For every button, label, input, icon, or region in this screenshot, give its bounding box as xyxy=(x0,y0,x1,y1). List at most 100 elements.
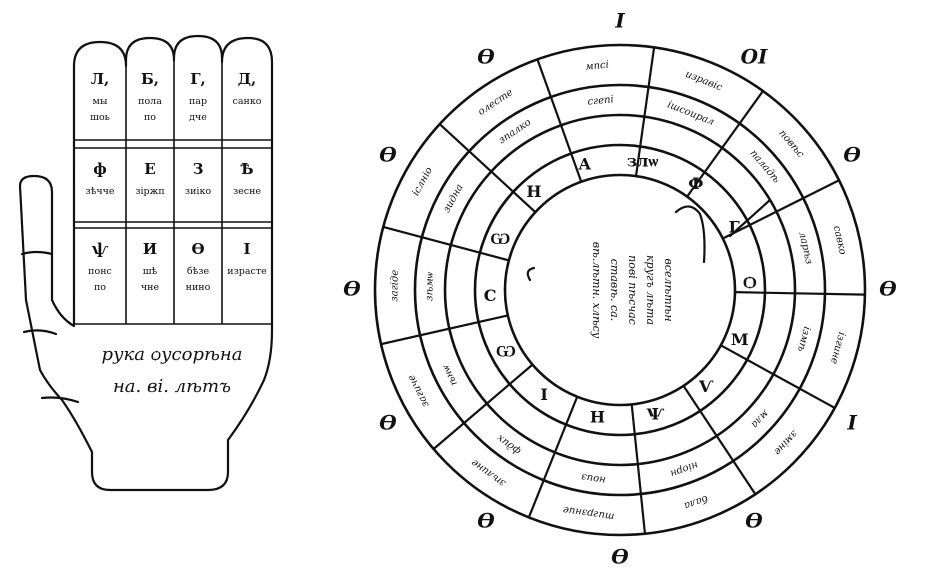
wheel-ray xyxy=(722,179,840,240)
wheel-numeral: І xyxy=(614,9,625,33)
ring-label: ізгине xyxy=(828,331,847,365)
wheel-ring-4 xyxy=(473,143,767,437)
ring-label: ніорн xyxy=(669,459,700,479)
wheel-numeral: Ѳ xyxy=(477,44,495,68)
wheel-numeral: Ѳ xyxy=(477,509,495,533)
wheel-ray xyxy=(734,291,865,296)
hand-cell-word: шоь xyxy=(90,112,110,123)
wheel-ray xyxy=(438,123,537,213)
hand-cell-letter: Ѳ xyxy=(191,240,204,258)
ring-label: мпсі xyxy=(585,60,610,73)
center-text-line: вѣ.лѣтн. хлѣсу xyxy=(590,242,603,339)
wheel-ray xyxy=(432,363,534,450)
inner-ring-letter: А xyxy=(578,154,591,173)
wheel-ray xyxy=(536,58,583,183)
inner-ring-letter: Н xyxy=(590,408,605,427)
hand-cell-word: зесне xyxy=(233,186,261,197)
wheel-ray xyxy=(380,314,509,346)
hand-cell-word: пола xyxy=(138,96,162,107)
wheel-rays xyxy=(380,47,865,534)
ring-label: іслніо xyxy=(410,165,435,197)
ring-label: зміне xyxy=(772,428,800,457)
wheel-numeral: Ѳ xyxy=(379,143,397,167)
ring-label: ізмѣ xyxy=(795,325,812,353)
center-text-line: вселѣтѣн xyxy=(662,258,675,321)
wheel-ray xyxy=(720,344,836,409)
hand-cell-word: зіржп xyxy=(135,186,164,197)
hand-cell-word: чне xyxy=(141,282,160,293)
wheel-ring-2 xyxy=(413,83,827,497)
hand-cell-letter: ѱ xyxy=(92,240,109,258)
hand-cell-word: израсте xyxy=(227,266,267,277)
wheel-numeral: Ѳ xyxy=(379,411,397,435)
inner-ring-letter: Ѻ xyxy=(743,273,756,292)
hand-cell-word: мы xyxy=(93,96,108,107)
hand-cell-word: пар xyxy=(189,96,207,107)
ring-label: ларѣз xyxy=(796,231,814,266)
wheel-ray xyxy=(634,47,656,177)
hand-cell-word: по xyxy=(94,282,106,293)
ring-label: ноиз xyxy=(581,471,607,485)
ring-label: повѣс xyxy=(776,128,806,160)
ring-label: изравіс xyxy=(684,69,725,94)
inner-ring-letter: М xyxy=(731,330,749,349)
wheel-numeral: Ѳ xyxy=(611,545,629,569)
center-text-line: кругъ лѣта xyxy=(644,255,657,325)
ring-label: фдих xyxy=(495,432,523,456)
inner-ring-letter: Ѵ xyxy=(699,377,714,396)
ring-label: загіде xyxy=(389,270,401,302)
ring-label: савко xyxy=(831,225,848,256)
hand-cell-letter: І xyxy=(243,240,250,258)
wheel-ray xyxy=(630,404,647,534)
inner-ring-letter: Ѡ xyxy=(490,229,510,248)
ring-label: тигрзние xyxy=(562,504,615,522)
wheel-numeral: І xyxy=(846,411,857,435)
hand-cell-word: понс xyxy=(88,266,112,277)
wheel-ray xyxy=(382,225,510,262)
wheel-ray xyxy=(682,385,757,495)
center-text-line: ставѣ. са. xyxy=(608,259,621,321)
hand-cell-word: нино xyxy=(186,282,211,293)
hand-cell-word: бѣзе xyxy=(187,266,210,277)
hand-cell-word: зиіко xyxy=(185,186,211,197)
hand-cell-letter: Л, xyxy=(91,70,110,88)
ring-label: паладѣ xyxy=(747,148,781,186)
wheel-numeral: Ѳ xyxy=(879,277,897,301)
hand-cell-letter: ф xyxy=(93,160,107,178)
inner-ring-letter: І xyxy=(540,385,547,404)
ring-label: зѣлине xyxy=(469,457,508,489)
center-text-line: пові пѣсчас xyxy=(626,255,639,325)
ring-label: олесте xyxy=(476,87,515,118)
inner-ring-letter: злѡ xyxy=(627,151,658,170)
thumb-joint-3 xyxy=(40,396,80,404)
hand-cell-letter: Е xyxy=(144,160,155,178)
hand-diagram: Л,мышоьфзѣччеѱпонспоБ,полапоЕзіржпИшѣчне… xyxy=(18,34,274,492)
hand-cell-word: шѣ xyxy=(143,266,158,277)
wheel-ring-3 xyxy=(443,113,797,467)
inner-ring-letter: Н xyxy=(526,182,541,201)
hand-cell-word: дче xyxy=(189,112,207,123)
wheel-inner-circle xyxy=(503,173,737,407)
hand-cell-word: по xyxy=(144,112,156,123)
hand-cell-letter: Ѣ xyxy=(240,160,253,178)
inner-ring-letter: С xyxy=(484,286,497,305)
inner-ring-letter: Ѱ xyxy=(646,405,664,424)
hand-cells: Л,мышоьфзѣччеѱпонспоБ,полапоЕзіржпИшѣчне… xyxy=(85,70,267,293)
hand-cell-letter: Б, xyxy=(141,70,159,88)
hand-outline xyxy=(18,34,274,492)
wheel-numeral: Ѳ xyxy=(745,509,763,533)
wheel-ray xyxy=(527,396,579,518)
ring-label: сгепі xyxy=(587,94,614,108)
wheel-ray xyxy=(686,90,764,198)
wheel-numeral: Ѳ xyxy=(843,143,861,167)
pointer-stroke xyxy=(674,198,772,264)
hand-cell-letter: Д, xyxy=(238,70,257,88)
ring-label: зидна xyxy=(441,182,465,214)
thumb-joint-1 xyxy=(20,250,54,256)
ring-label: загиче xyxy=(406,373,432,409)
wheel-numeral: ОІ xyxy=(741,44,768,68)
hand-cell-letter: Г, xyxy=(190,70,206,88)
